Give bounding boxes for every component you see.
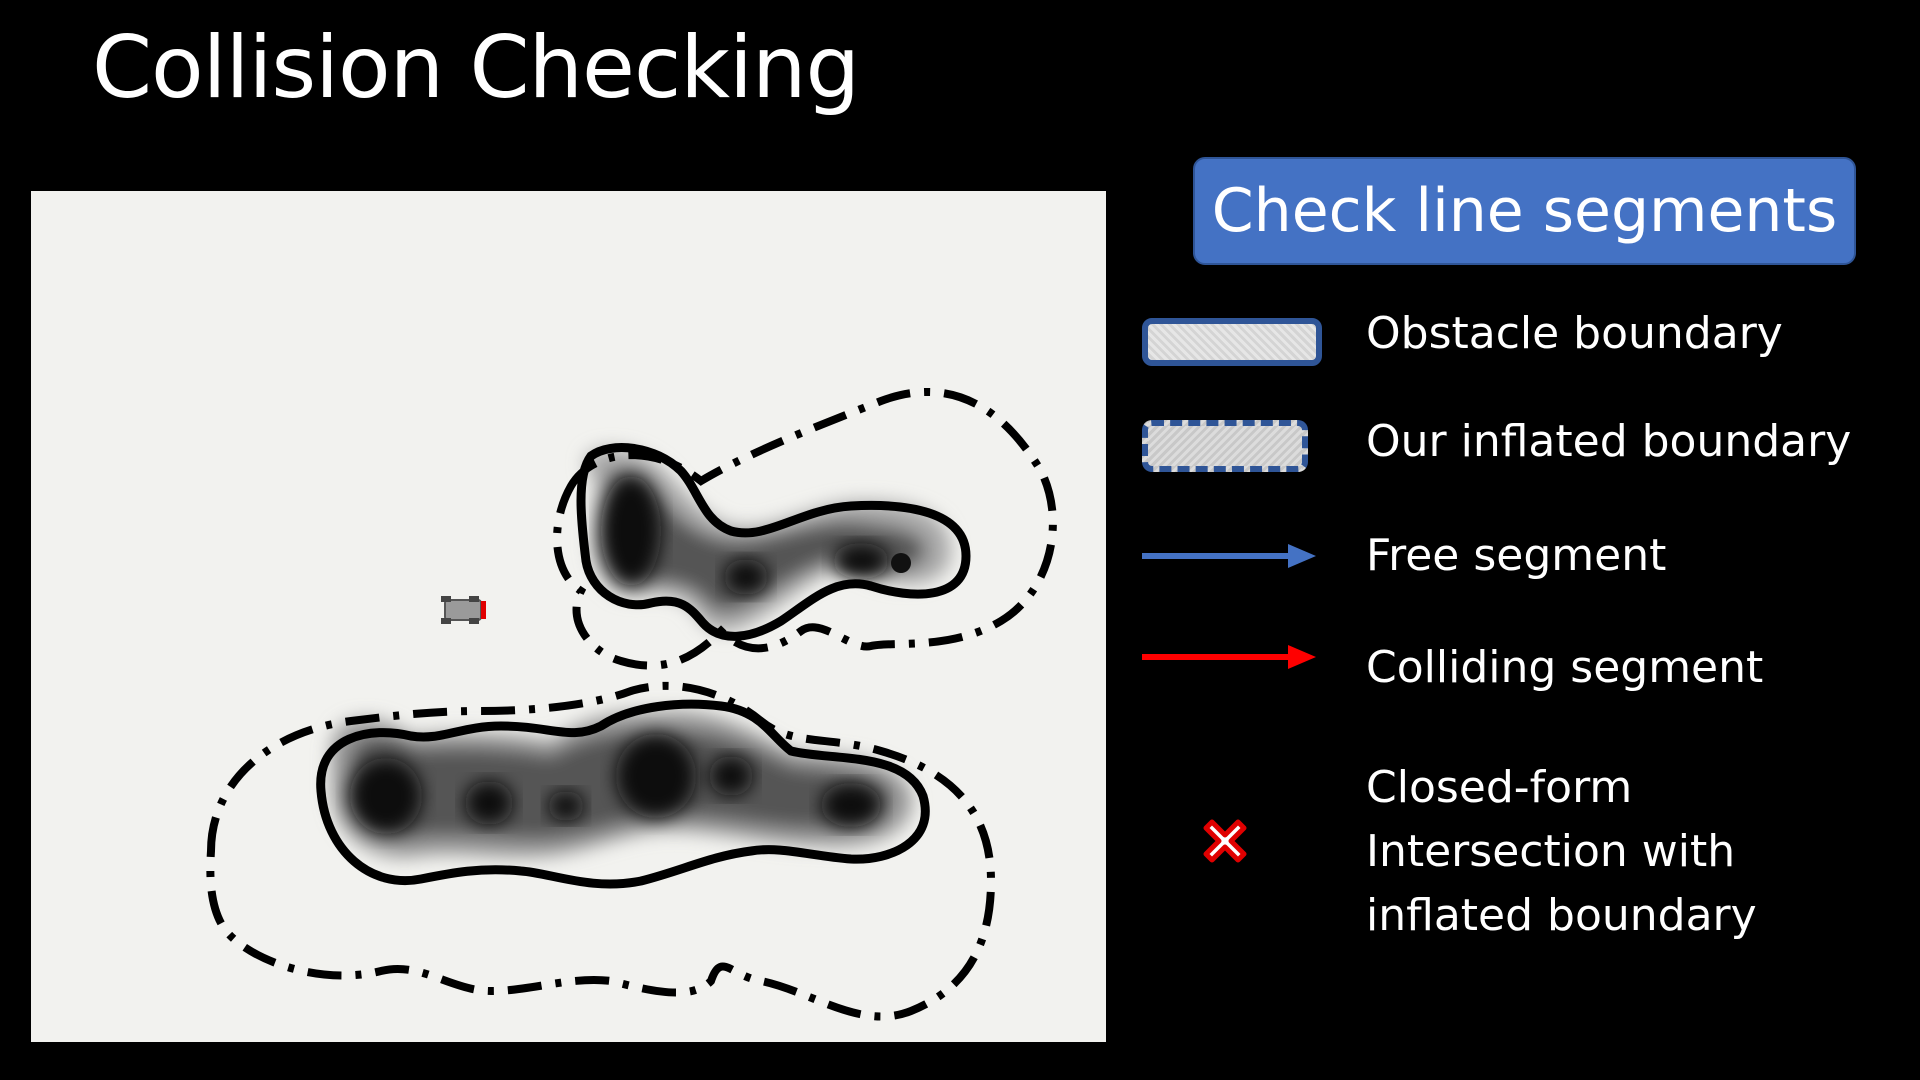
legend-intersection-line-2: Intersection with (1366, 826, 1736, 877)
obstacle-lower (206, 681, 996, 1021)
x-mark-icon (1203, 819, 1247, 863)
map-canvas (206, 387, 1057, 1021)
legend-inflated-boundary-label: Our inflated boundary (1366, 416, 1852, 467)
legend-intersection-line-1: Closed-form (1366, 762, 1633, 813)
robot-icon (441, 596, 486, 624)
page-title: Collision Checking (92, 18, 860, 118)
legend-intersection-line-3: inflated boundary (1366, 890, 1757, 941)
check-line-segments-button[interactable]: Check line segments (1193, 157, 1856, 265)
legend-free-segment-label: Free segment (1366, 530, 1667, 581)
occupancy-map (31, 191, 1106, 1042)
obstacle-upper (553, 387, 1057, 670)
legend-intersection-label: Closed-form Intersection with inflated b… (1366, 756, 1757, 948)
colliding-segment-arrow-icon (1142, 645, 1316, 669)
free-segment-arrow-icon (1142, 544, 1316, 568)
legend-colliding-segment-label: Colliding segment (1366, 642, 1764, 693)
obstacle-boundary-swatch (1142, 318, 1322, 366)
legend-obstacle-boundary-label: Obstacle boundary (1366, 308, 1783, 359)
inflated-boundary-swatch (1142, 420, 1308, 472)
